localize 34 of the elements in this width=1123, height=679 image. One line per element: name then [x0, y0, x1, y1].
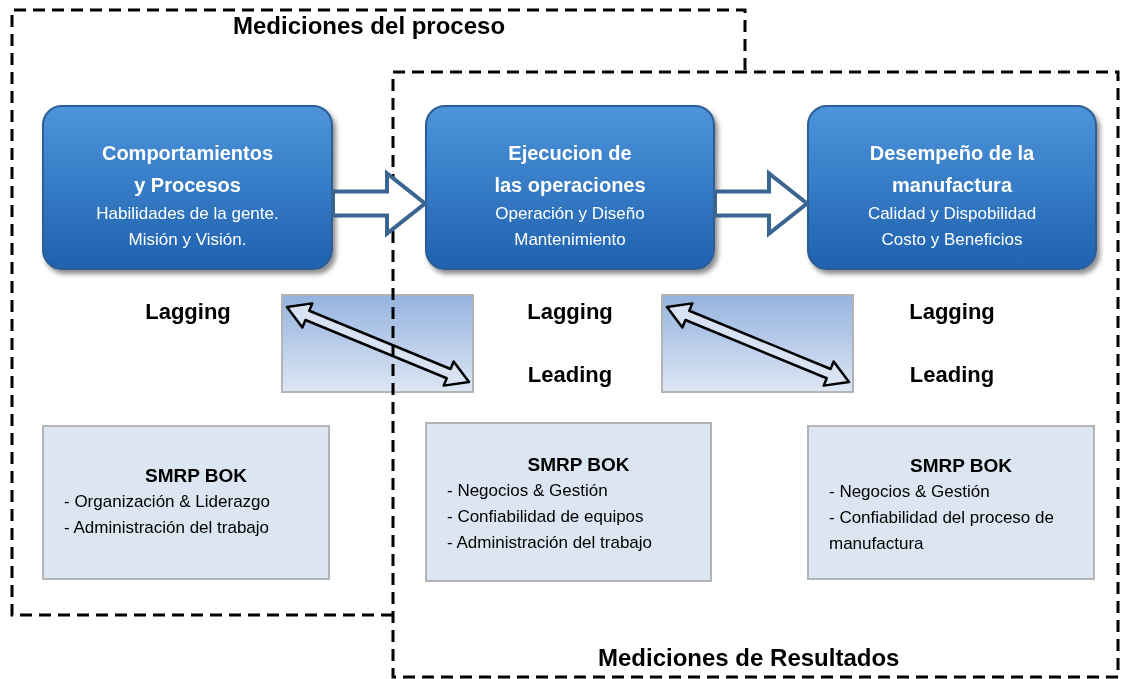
box-text: Habilidades de la gente. — [96, 203, 279, 225]
indicator-label: Lagging — [527, 299, 613, 325]
box-text: Costo y Beneficios — [881, 229, 1023, 251]
indicator-label: Leading — [527, 362, 613, 388]
box-text: Mantenimiento — [514, 229, 626, 251]
indicator-label: Leading — [909, 362, 995, 388]
process-box — [42, 105, 333, 270]
list-item: - Confiabilidad del proceso de manufactura — [829, 507, 1055, 555]
list-item: - Negocios & Gestión — [447, 480, 609, 502]
list-item: - Administración del trabajo — [447, 532, 654, 554]
box-heading: SMRP BOK — [909, 454, 1013, 478]
box-title: Ejecucion de las operaciones — [493, 141, 647, 198]
process-box — [425, 105, 715, 270]
box-heading: SMRP BOK — [527, 453, 630, 477]
region-heading: Mediciones de Resultados — [598, 644, 900, 672]
indicator-label: Lagging — [909, 299, 995, 325]
list-item: - Administración del trabajo — [64, 517, 271, 539]
list-item: - Organización & Liderazgo — [64, 491, 271, 513]
block-arrow — [713, 169, 811, 238]
list-item: - Negocios & Gestión — [829, 481, 991, 503]
info-box — [807, 425, 1095, 580]
info-box — [425, 422, 712, 582]
indicator-label: Lagging — [145, 299, 231, 325]
box-heading: SMRP BOK — [144, 464, 248, 488]
list-item: - Confiabilidad de equipos — [447, 506, 645, 528]
process-box — [807, 105, 1097, 270]
region-heading: Mediciones del proceso — [233, 12, 506, 40]
box-text: Misión y Visión. — [128, 229, 247, 251]
box-text: Operación y Diseño — [495, 203, 645, 225]
box-title: Comportamientos y Procesos — [100, 141, 275, 198]
box-text: Calidad y Dispobilidad — [867, 203, 1037, 225]
box-title: Desempeño de la manufactura — [868, 141, 1036, 198]
info-box — [42, 425, 330, 580]
block-arrow — [331, 169, 429, 238]
